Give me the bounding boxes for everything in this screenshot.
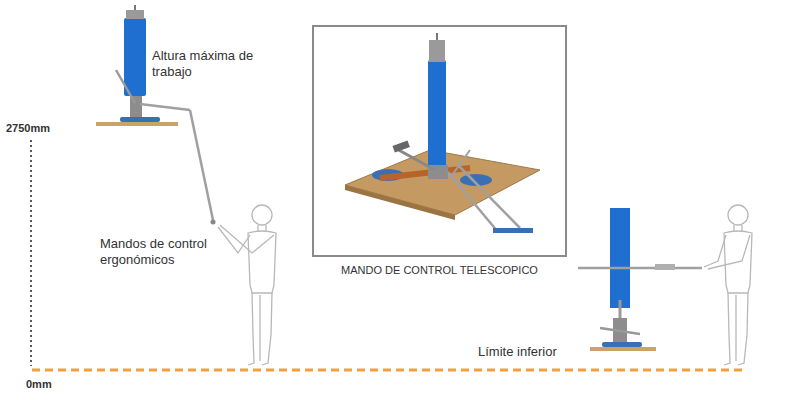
inset-frame xyxy=(312,25,567,257)
operator-figure xyxy=(248,205,276,365)
inset-panel: MANDO DE CONTROL TELESCOPICO xyxy=(312,25,567,279)
telescopic-control-illustration xyxy=(345,33,540,233)
dimension-label: 2750mm xyxy=(6,120,50,136)
dimension-line xyxy=(30,140,32,366)
annotation-label: Mandos de control ergonómicos xyxy=(100,236,222,268)
operator-figure xyxy=(724,205,752,365)
dimension-label: 0mm xyxy=(26,376,52,392)
operator-arms xyxy=(704,235,750,269)
annotation-label: Altura máxima de trabajo xyxy=(152,48,264,80)
lifter-low xyxy=(578,208,702,351)
ground-line xyxy=(32,369,742,372)
inset-caption: MANDO DE CONTROL TELESCOPICO xyxy=(312,263,567,277)
lifter-high xyxy=(96,5,216,225)
annotation-label: Límite inferior xyxy=(478,344,557,360)
operator-arms xyxy=(218,225,274,253)
